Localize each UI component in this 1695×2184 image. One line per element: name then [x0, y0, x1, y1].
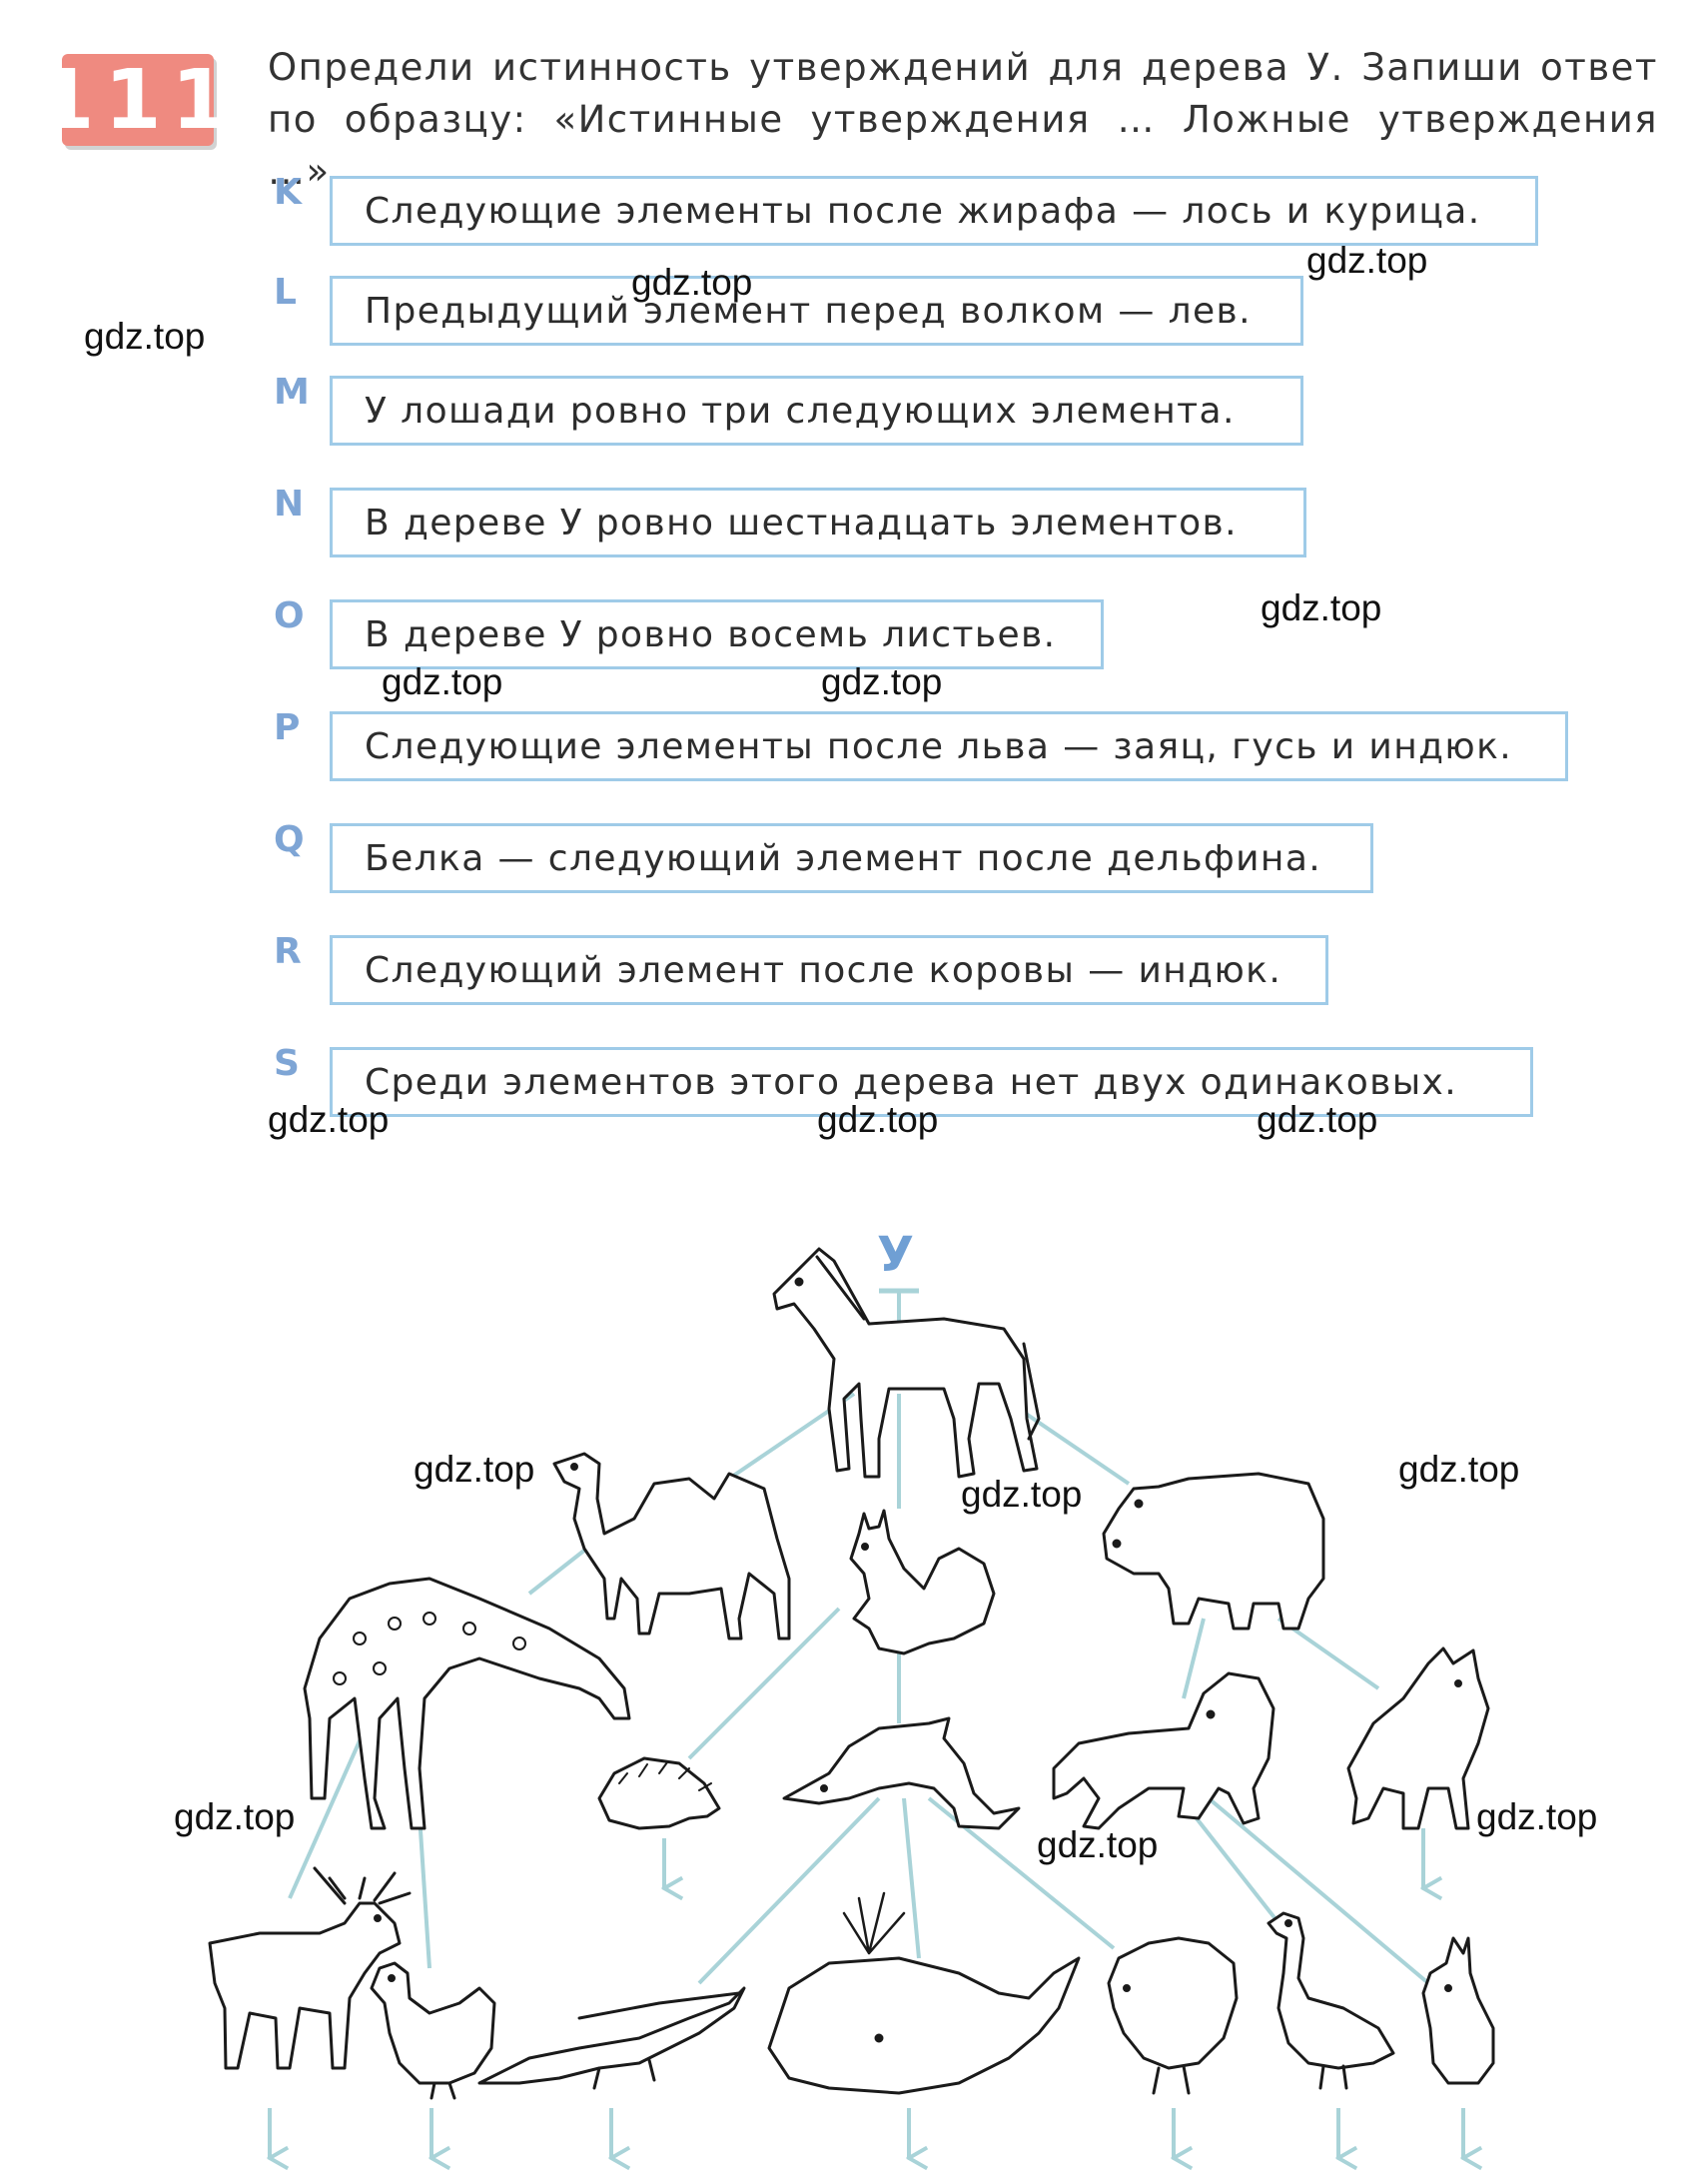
statement-box-k: Следующие элементы после жирафа — лось и… — [330, 176, 1538, 246]
camel-icon — [552, 1452, 791, 1640]
watermark: gdz.top — [631, 262, 753, 303]
statement-box-q: Белка — следующий элемент после дельфина… — [330, 823, 1373, 893]
watermark: gdz.top — [1261, 587, 1382, 628]
hedgehog-icon — [597, 1756, 721, 1830]
watermark: gdz.top — [817, 1099, 939, 1140]
moose-icon — [208, 1866, 412, 2070]
watermark: gdz.top — [1037, 1824, 1159, 1865]
watermark: gdz.top — [84, 316, 206, 357]
turkey-icon — [1107, 1936, 1239, 2095]
dolphin-icon — [782, 1716, 1021, 1830]
tree-title: У — [877, 1227, 915, 1283]
watermark: gdz.top — [1476, 1796, 1598, 1837]
watermark: gdz.top — [1257, 1099, 1378, 1140]
statement-letter-s: S — [274, 1043, 300, 1084]
edge-hippo-wolf — [1276, 1617, 1380, 1690]
watermark: gdz.top — [1398, 1449, 1520, 1490]
lion-icon — [1052, 1671, 1275, 1830]
statement-box-o: В дереве У ровно восемь листьев. — [330, 599, 1104, 669]
hippo-icon — [1102, 1472, 1325, 1631]
statement-letter-m: M — [274, 372, 310, 413]
task-instruction-line-2: по образцу: «Истинные утверждения … Ложн… — [268, 98, 1658, 193]
giraffe-icon — [303, 1577, 631, 1830]
statement-box-s: Среди элементов этого дерева нет двух од… — [330, 1047, 1533, 1117]
watermark: gdz.top — [268, 1099, 390, 1140]
wolf-icon — [1346, 1646, 1490, 1830]
hare-icon — [1421, 1936, 1495, 2085]
statement-letter-o: O — [274, 595, 305, 636]
horse-icon — [772, 1247, 1041, 1479]
statement-letter-n: N — [274, 484, 305, 525]
task-number-badge: 111 — [37, 52, 239, 148]
task-instructions: Определи истинность утверждений для дере… — [268, 42, 1658, 198]
task-instruction-line-1: Определи истинность утверждений для дере… — [268, 46, 1658, 89]
statement-box-p: Следующие элементы после льва — заяц, гу… — [330, 711, 1568, 781]
edge-dolphin-crocodile — [697, 1796, 881, 1985]
edge-dolphin-whale — [902, 1797, 921, 1959]
crocodile-icon — [477, 1986, 746, 2090]
whale-icon — [767, 1891, 1081, 2095]
edge-squirrel-hedgehog — [687, 1607, 841, 1760]
statement-box-l: Предыдущий элемент перед волком — лев. — [330, 276, 1303, 346]
watermark: gdz.top — [382, 661, 503, 702]
edge-giraffe-moose — [288, 1717, 372, 1899]
tree-edges — [270, 1291, 1463, 2158]
squirrel-icon — [849, 1509, 996, 1655]
statement-letter-l: L — [274, 272, 297, 313]
edge-hippo-lion — [1182, 1618, 1206, 1699]
edge-lion-hare — [1207, 1796, 1430, 1985]
statement-box-m: У лошади ровно три следующих элемента. — [330, 376, 1303, 446]
tree-diagram — [208, 1247, 1495, 2184]
statement-letter-k: K — [274, 172, 302, 213]
statement-letter-p: P — [274, 707, 301, 748]
watermark: gdz.top — [1306, 240, 1428, 281]
statement-letter-r: R — [274, 931, 302, 972]
hen-icon — [370, 1961, 496, 2100]
watermark: gdz.top — [414, 1449, 535, 1490]
statement-box-n: В дереве У ровно шестнадцать элементов. — [330, 488, 1306, 557]
watermark: gdz.top — [174, 1796, 296, 1837]
statement-box-r: Следующий элемент после коровы — индюк. — [330, 935, 1328, 1005]
goose-icon — [1267, 1911, 1395, 2090]
statement-letter-q: Q — [274, 819, 305, 860]
watermark: gdz.top — [821, 661, 943, 702]
watermark: gdz.top — [961, 1474, 1083, 1515]
